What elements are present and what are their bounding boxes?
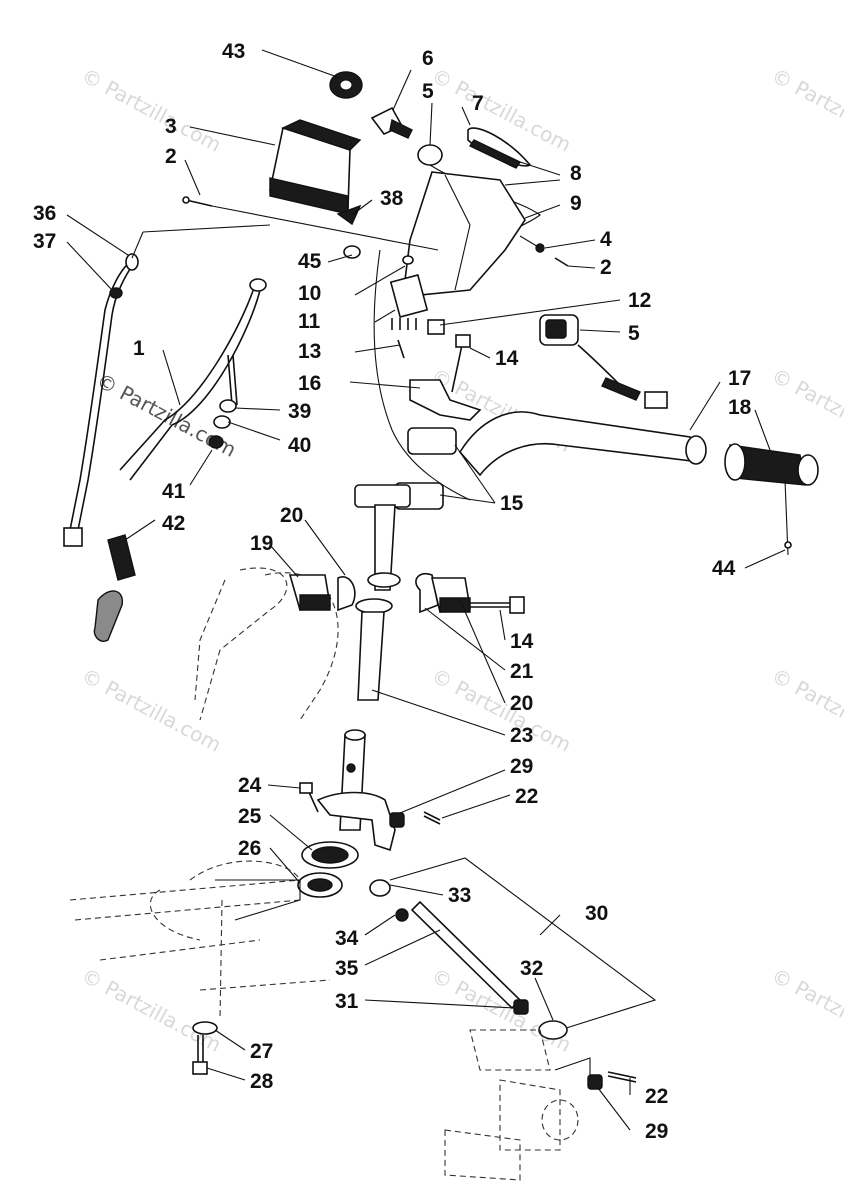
callout-label: 21 — [510, 660, 534, 683]
part-27-28-bolt — [192, 1021, 218, 1075]
part-1-36-37-cables — [63, 224, 271, 547]
callout-label: 28 — [250, 1070, 274, 1093]
callout-label: 2 — [165, 145, 177, 168]
callout-label: 9 — [570, 192, 582, 215]
callout-label: 15 — [500, 492, 524, 515]
callout-label: 8 — [570, 162, 582, 185]
callout-label: 44 — [712, 557, 736, 580]
callout-label: 25 — [238, 805, 262, 828]
part-45-washer — [343, 245, 361, 259]
callout-label: 4 — [600, 228, 612, 251]
watermark: © Partzilla.com — [768, 963, 844, 1057]
callout-label: 29 — [510, 755, 533, 778]
callout-label: 27 — [250, 1040, 273, 1063]
callout-label: 20 — [510, 692, 533, 715]
part-29-22-upper — [389, 811, 441, 828]
part-44-plug — [784, 541, 792, 549]
callout-label: 24 — [238, 774, 262, 797]
part-lower-steering-post — [316, 729, 396, 852]
part-19-20-21-clamps — [288, 572, 471, 614]
watermark: © Partzilla.com — [768, 363, 844, 457]
part-43-nut — [329, 71, 363, 99]
callout-label: 3 — [165, 115, 177, 138]
part-30-tie-rod-assembly — [369, 857, 657, 1040]
watermark: © Partzilla.com — [428, 963, 576, 1057]
watermark: © Partzilla.com — [78, 63, 226, 157]
leader-line — [211, 205, 439, 251]
callout-label: 1 — [133, 337, 145, 360]
part-4-2-hardware — [519, 235, 569, 267]
callout-label: 38 — [380, 187, 404, 210]
part-10-11-switch — [389, 255, 429, 330]
callout-label: 20 — [280, 504, 303, 527]
part-5-grommet — [417, 144, 443, 166]
callout-label: 34 — [335, 927, 359, 950]
callout-label: 35 — [335, 957, 359, 980]
part-29-22-lower — [587, 1071, 637, 1090]
callout-label: 45 — [298, 250, 322, 273]
part-39-40-41-fittings — [208, 354, 238, 449]
callout-label: 19 — [250, 532, 273, 555]
part-18-grip — [724, 443, 819, 486]
callout-label: 17 — [728, 367, 751, 390]
callout-label: 23 — [510, 724, 533, 747]
part-25-26-bearing — [297, 841, 359, 898]
part-23-steering-post — [354, 484, 411, 701]
callout-label: 31 — [335, 990, 359, 1013]
part-14-bolt — [451, 334, 471, 393]
frame-ghost-upper — [194, 567, 339, 721]
part-14-bolt-lower — [470, 596, 525, 614]
callout-label: 33 — [448, 884, 471, 907]
callout-label: 22 — [645, 1085, 668, 1108]
callout-label: 10 — [298, 282, 321, 305]
callout-label: 7 — [472, 92, 484, 115]
callout-label: 41 — [162, 480, 186, 503]
part-12-13-connector — [397, 319, 445, 359]
spindle-ghost — [444, 1029, 591, 1181]
callout-label: 5 — [422, 80, 434, 103]
watermark: © Partzilla.com — [768, 63, 844, 157]
leader-lines — [66, 49, 786, 1131]
callout-label: 18 — [728, 396, 752, 419]
callout-label: 16 — [298, 372, 321, 395]
callout-label: 37 — [33, 230, 56, 253]
callout-label: 14 — [495, 347, 519, 370]
watermark: © Partzilla.com — [428, 663, 576, 757]
part-9-console — [404, 171, 526, 296]
callout-label: 5 — [628, 322, 640, 345]
callout-label: 30 — [585, 902, 608, 925]
part-42-pad — [93, 534, 136, 642]
callout-label: 26 — [238, 837, 261, 860]
callout-label: 6 — [422, 47, 434, 70]
callout-label: 32 — [520, 957, 543, 980]
callout-labels: 43 6 5 7 8 9 3 2 38 36 37 45 4 2 10 12 1… — [33, 40, 752, 1143]
callout-label: 36 — [33, 202, 56, 225]
part-2-screw — [182, 196, 213, 207]
callout-label: 40 — [288, 434, 311, 457]
callout-label: 29 — [645, 1120, 668, 1143]
watermark: © Partzilla.com — [768, 663, 844, 757]
callout-label: 39 — [288, 400, 311, 423]
callout-label: 11 — [298, 310, 321, 333]
callout-label: 13 — [298, 340, 321, 363]
callout-label: 14 — [510, 630, 534, 653]
callout-label: 22 — [515, 785, 538, 808]
part-16-bracket — [409, 379, 482, 421]
part-38-tab — [336, 204, 362, 226]
part-3-gauge — [269, 119, 362, 215]
callout-label: 42 — [162, 512, 185, 535]
frame-ghost-lower — [69, 860, 331, 1021]
callout-label: 2 — [600, 256, 612, 279]
part-24-screw — [299, 782, 319, 813]
part-7-8-pads — [467, 127, 532, 169]
callout-label: 43 — [222, 40, 245, 63]
part-6-key — [370, 106, 413, 139]
part-5-switch — [539, 314, 668, 409]
callout-label: 12 — [628, 289, 651, 312]
part-17-handlebar — [459, 411, 707, 477]
